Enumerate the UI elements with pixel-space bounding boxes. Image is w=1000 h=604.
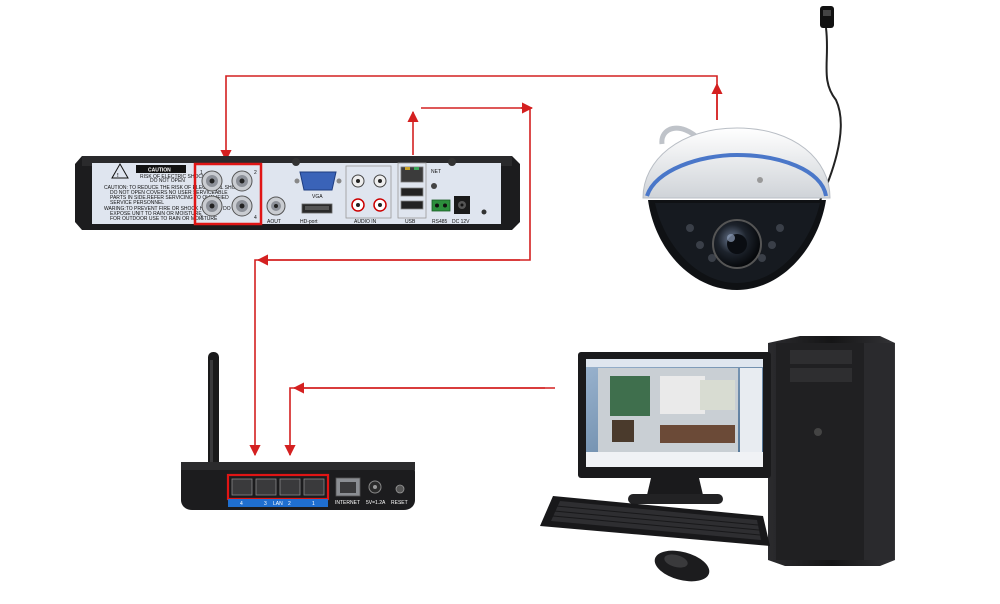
reset-label: RESET [391,500,408,506]
warning-line-6: EXPOSE UNIT TO RAIN OR MOISTURE [110,211,202,217]
dome-camera [642,6,842,290]
bnc-num-4: 4 [254,215,257,221]
lan-num-3: 3 [264,501,267,507]
lan-num-1: 1 [312,501,315,507]
bnc-port [231,195,253,217]
warning-line-1: CAUTION: TO REDUCE THE RISK OF ELECTRICA… [104,185,243,191]
warning-line-7: FOR OUTDOOR USE TO RAIN OR MOISTURE [110,216,218,222]
arrow-camera-to-dvr [220,75,718,162]
lan-port [231,478,253,496]
caution-label: ! CAUTION RISK OF ELECTRIC SHOCK DO NOT … [104,162,243,222]
lan-num-2: 2 [288,501,291,507]
camera-connector [820,6,834,28]
usb-label: USB [405,219,416,225]
lan-port [279,478,301,496]
internet-label: INTERNET [335,500,360,506]
lan-ports: 4 3 LAN 2 1 [231,478,325,507]
net-label: NET [431,169,441,175]
caution-sub-2: DO NOT OPEN [150,178,185,184]
connection-arrows [220,75,723,457]
aout-label: AOUT [267,219,281,225]
bnc-num-3: 3 [200,215,203,221]
vga-label: VGA [312,194,323,200]
lan-port [303,478,325,496]
warning-line-5: WARING:TO PREVENT FIRE OR SHOCK HAZARD, … [104,206,243,212]
dc-label: DC 12V [452,219,470,225]
lan-num-4: 4 [240,501,243,507]
ir-leds [686,224,784,262]
bnc-port [201,170,223,192]
arrow-dvr-to-router [249,107,531,457]
svg-text:!: ! [117,173,119,179]
bnc-port [231,170,253,192]
hdmi-port: HD-port [300,203,333,225]
bnc-num-1: 1 [200,170,203,176]
lan-label: LAN [273,501,283,507]
power-label: 5V=1.2A [366,500,386,506]
audio-in-ports: AUDIO IN [345,165,392,225]
desktop-computer [540,336,895,582]
bnc-port [201,195,223,217]
caution-title: CAUTION [148,168,171,174]
lan-blue-strip [228,499,328,507]
bnc-highlight-box [193,162,263,226]
caution-sub-1: RISK OF ELECTRIC SHOCK [140,174,206,180]
camera-cable [817,27,842,206]
rs485-dc-ports: RS485 DC 12V [431,183,487,225]
usb-port [400,200,424,210]
warning-line-4: SERVICE PERSONNEL [110,200,164,206]
wifi-router: 4 3 LAN 2 1 INTERNET 5V=1.2A RESET [181,352,415,510]
dvr-rear-panel [92,163,501,224]
warning-line-3: PARTS IN SIDE.REFER SERVICING TO QUALIFI… [110,195,229,201]
audio-in-label: AUDIO IN [354,219,377,225]
lan-port [255,478,277,496]
net-port [400,166,424,183]
net-usb-ports: NET USB [397,162,441,225]
reset-button [395,484,405,494]
usb-port [400,187,424,197]
hdport-label: HD-port [300,219,318,225]
vga-port: VGA [294,171,342,200]
aout-port: AOUT [266,196,286,225]
bnc-video-inputs: 1 2 3 4 [193,162,263,226]
arrow-pc-to-router [284,387,555,457]
bnc-num-2: 2 [254,170,257,176]
warning-line-2: DO NOT OPEN COVERS NO USER SERVICEABLE [110,190,228,196]
rs485-label: RS485 [432,219,448,225]
dvr-device: ! CAUTION RISK OF ELECTRIC SHOCK DO NOT … [75,156,520,230]
